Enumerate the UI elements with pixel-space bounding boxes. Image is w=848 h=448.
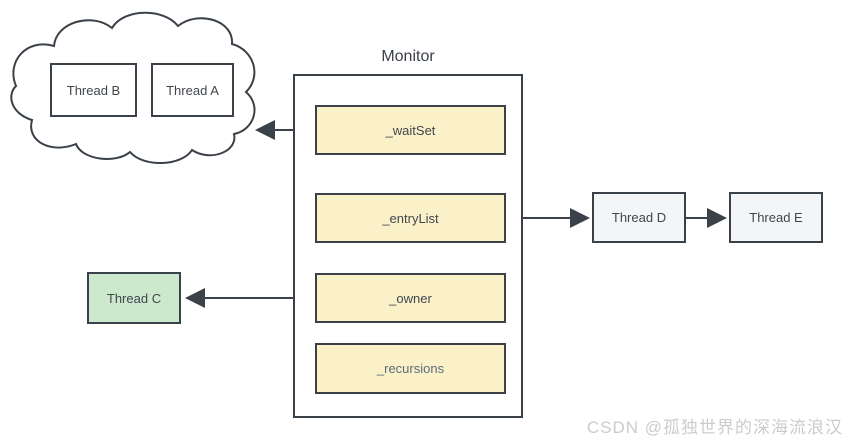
entrylist-field-box: _entryList	[315, 193, 506, 243]
thread-d-box: Thread D	[592, 192, 686, 243]
thread-e-box: Thread E	[729, 192, 823, 243]
recursions-field-box: _recursions	[315, 343, 506, 394]
thread-a-box: Thread A	[151, 63, 234, 117]
waitset-field-box: _waitSet	[315, 105, 506, 155]
thread-c-box: Thread C	[87, 272, 181, 324]
monitor-title: Monitor	[381, 48, 435, 65]
csdn-watermark: CSDN @孤独世界的深海流浪汉	[586, 418, 843, 437]
owner-field-box: _owner	[315, 273, 506, 323]
thread-b-box: Thread B	[50, 63, 137, 117]
